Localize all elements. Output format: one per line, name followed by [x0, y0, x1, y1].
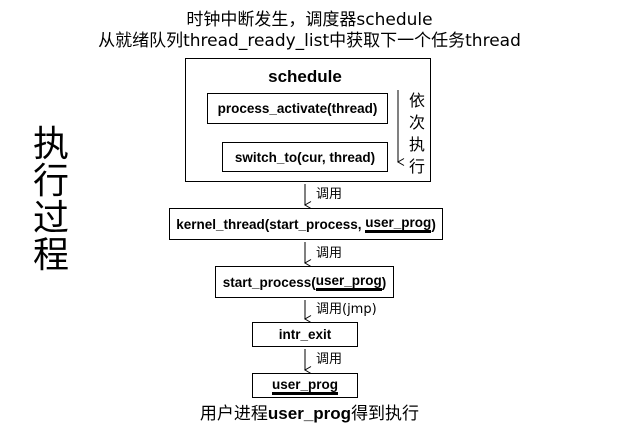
kernel-thread-arg: user_prog [365, 215, 432, 233]
start-process-prefix: start_process( [222, 274, 316, 290]
intr-exit-label: intr_exit [278, 327, 332, 342]
edge-label-4: 调用 [316, 352, 343, 367]
header-line-1: 时钟中断发生，调度器schedule [186, 10, 433, 30]
edge-label-1: 调用 [316, 187, 343, 202]
side-char-2: 行 [32, 161, 69, 202]
kernel-thread-suffix: ) [431, 216, 436, 232]
order-label: 依 次 执 行 [406, 90, 428, 178]
switch-to-label: switch_to(cur, thread) [234, 149, 376, 165]
kernel-thread-prefix: kernel_thread(start_process, [176, 216, 366, 232]
footer-caption: 用户进程user_prog得到执行 [0, 404, 619, 424]
edge-label-2: 调用 [316, 246, 343, 261]
edge-label-3: 调用(jmp) [316, 302, 377, 317]
kernel-thread-node: kernel_thread(start_process, user_prog) [169, 208, 443, 240]
process-activate-node: process_activate(thread) [207, 93, 388, 124]
order-char-1: 依 [408, 91, 425, 110]
process-activate-label: process_activate(thread) [217, 101, 378, 116]
footer-prefix: 用户进程 [199, 404, 268, 424]
order-char-3: 执 [408, 135, 425, 154]
order-char-4: 行 [408, 157, 425, 176]
side-char-1: 执 [32, 124, 69, 165]
order-char-2: 次 [408, 113, 425, 132]
start-process-suffix: ) [381, 274, 387, 290]
schedule-title: schedule [268, 67, 342, 86]
side-char-3: 过 [32, 198, 69, 239]
start-process-node: start_process(user_prog) [215, 266, 394, 298]
start-process-arg: user_prog [315, 273, 382, 291]
footer-bold: user_prog [267, 404, 352, 423]
user-prog-node: user_prog [252, 373, 358, 398]
header-line-2: 从就绪队列thread_ready_list中获取下一个任务thread [98, 31, 521, 51]
switch-to-node: switch_to(cur, thread) [222, 142, 388, 172]
user-prog-label: user_prog [271, 377, 339, 395]
side-char-4: 程 [32, 235, 69, 276]
footer-suffix: 得到执行 [351, 404, 420, 424]
side-label: 执 行 过 程 [28, 126, 74, 274]
